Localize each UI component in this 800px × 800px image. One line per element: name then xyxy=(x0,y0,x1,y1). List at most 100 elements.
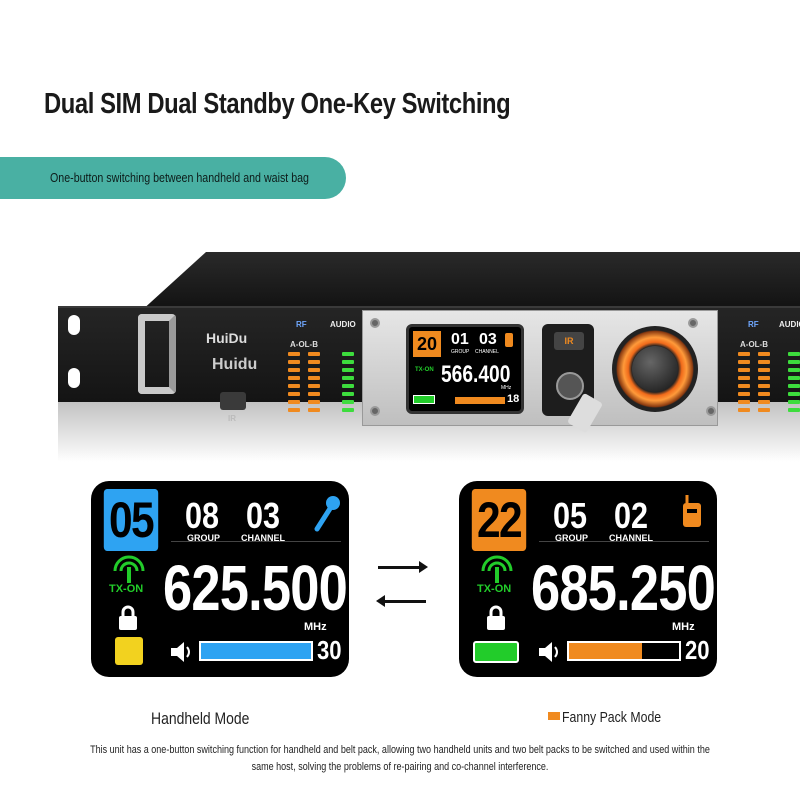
channel-value: 02 xyxy=(614,495,649,536)
fanny-caption: Fanny Pack Mode xyxy=(562,709,662,726)
level-meter-led xyxy=(758,368,770,372)
divider xyxy=(539,541,709,542)
footer-description: This unit has a one-button switching fun… xyxy=(8,742,792,776)
fanny-pack-screen: 22 05 02 GROUP CHANNEL TX-ON 685.250 MHz… xyxy=(459,481,717,677)
level-meter-led xyxy=(288,408,300,412)
level-meter-led xyxy=(308,360,320,364)
volume-knob[interactable] xyxy=(632,346,678,392)
mini-channel-value: 03 xyxy=(479,331,497,348)
level-meter-led xyxy=(308,368,320,372)
ab-label: A-OL-B xyxy=(290,340,318,349)
level-meter-led xyxy=(788,408,800,412)
level-meter-led xyxy=(758,376,770,380)
speaker-icon xyxy=(539,642,558,662)
level-meter-led xyxy=(342,408,354,412)
battery-icon xyxy=(473,641,519,663)
lock-icon xyxy=(119,605,137,630)
volume-bar xyxy=(199,641,313,661)
group-value: 08 xyxy=(185,495,220,536)
level-meter-led xyxy=(788,392,800,396)
level-meter-led xyxy=(738,400,750,404)
lock-icon xyxy=(487,605,505,630)
level-meter-led xyxy=(288,400,300,404)
mini-channel-badge: 20 xyxy=(413,331,441,357)
group-value: 05 xyxy=(553,495,588,536)
arrow-right-icon xyxy=(378,561,428,573)
audio-label: AUDIO xyxy=(779,320,800,329)
level-meter-led xyxy=(738,376,750,380)
level-meter-led xyxy=(758,384,770,388)
channel-label: CHANNEL xyxy=(609,533,653,543)
mini-volume-value: 18 xyxy=(507,393,520,405)
mini-group-value: 01 xyxy=(451,331,469,348)
speaker-icon xyxy=(171,642,190,662)
rf-label: RF xyxy=(748,320,759,329)
level-meter-led xyxy=(308,352,320,356)
level-meter-led xyxy=(288,376,300,380)
frequency-unit: MHz xyxy=(672,621,695,633)
mini-beltpack-icon xyxy=(505,333,513,347)
group-label: GROUP xyxy=(555,533,589,543)
level-meter-led xyxy=(288,384,300,388)
subtitle-banner: One-button switching between handheld an… xyxy=(0,157,346,199)
page-title: Dual SIM Dual Standby One-Key Switching xyxy=(44,88,511,120)
volume-bar-fill xyxy=(569,643,642,659)
level-meter-led xyxy=(308,392,320,396)
level-meter-led xyxy=(788,376,800,380)
level-meter-led xyxy=(342,392,354,396)
arrow-left-icon xyxy=(376,595,426,607)
ir-label: IR xyxy=(228,414,236,423)
level-meter-led xyxy=(758,392,770,396)
channel-badge: 05 xyxy=(103,489,159,551)
level-meter-led xyxy=(308,408,320,412)
mini-unit: MHz xyxy=(501,385,512,391)
mode-switch-button[interactable] xyxy=(556,372,584,400)
volume-bar-fill xyxy=(201,643,311,659)
beltpack-icon xyxy=(683,495,701,527)
channel-label: CHANNEL xyxy=(241,533,285,543)
level-meter-led xyxy=(738,392,750,396)
level-meter-led xyxy=(788,384,800,388)
caption-marker xyxy=(548,712,560,720)
antenna-signal-icon xyxy=(481,555,513,583)
frequency-value: 625.500 xyxy=(163,552,348,624)
handheld-screen: 05 08 03 GROUP CHANNEL TX-ON 625.500 MHz… xyxy=(91,481,349,677)
device-mini-screen: 20 01 03 GROUP CHANNEL TX-ON 566.400 MHz… xyxy=(406,324,524,414)
level-meter-led xyxy=(288,392,300,396)
level-meter-led xyxy=(308,400,320,404)
level-meter-led xyxy=(738,408,750,412)
channel-badge: 22 xyxy=(471,489,527,551)
brand-logo: HuiDu xyxy=(206,330,248,346)
footer-text: This unit has a one-button switching fun… xyxy=(90,744,710,773)
level-meter-led xyxy=(788,400,800,404)
audio-label: AUDIO xyxy=(330,320,356,329)
rack-top-surface xyxy=(140,252,800,312)
level-meter-led xyxy=(788,368,800,372)
level-meter-led xyxy=(288,352,300,356)
frequency-value: 685.250 xyxy=(531,552,716,624)
screw xyxy=(706,406,716,416)
rack-ear-hole xyxy=(68,315,80,335)
mini-group-label: GROUP xyxy=(451,349,470,355)
ir-sync-button[interactable]: IR xyxy=(554,332,584,350)
level-meter-led xyxy=(758,352,770,356)
level-meter-led xyxy=(758,408,770,412)
brand-logo-sub: Huidu xyxy=(212,356,258,373)
volume-value: 20 xyxy=(685,635,710,665)
rack-ear-hole xyxy=(68,368,80,388)
subtitle-text: One-button switching between handheld an… xyxy=(50,170,309,185)
level-meter-led xyxy=(288,368,300,372)
level-meter-led xyxy=(342,400,354,404)
level-meter-led xyxy=(342,376,354,380)
level-meter-led xyxy=(308,376,320,380)
level-meter-led xyxy=(738,360,750,364)
screw xyxy=(370,318,380,328)
level-meter-led xyxy=(342,368,354,372)
antenna-signal-icon xyxy=(113,555,145,583)
level-meter-led xyxy=(738,352,750,356)
level-meter-led xyxy=(342,360,354,364)
mini-frequency: 566.400 xyxy=(441,361,511,388)
ir-sensor-window xyxy=(220,392,246,410)
screw xyxy=(370,406,380,416)
tx-on-label: TX-ON xyxy=(477,583,512,595)
